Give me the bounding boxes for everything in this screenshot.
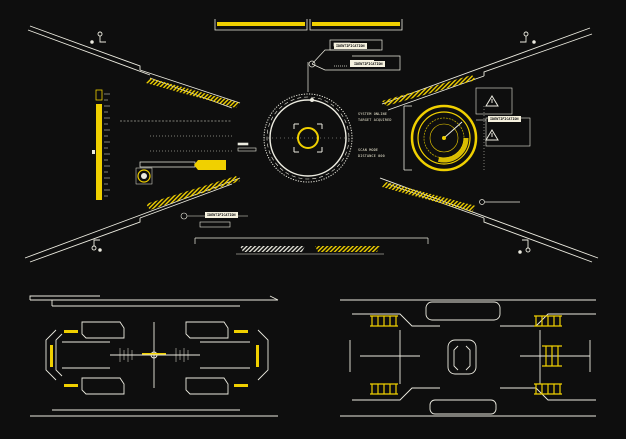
left-lower-hatch [146, 176, 240, 210]
left-ruler [120, 120, 257, 152]
bottom-right-frame [340, 299, 596, 417]
tag-identification-right: IDENTIFICATION [488, 116, 521, 122]
tag-identification-mid: IDENTIFICATION [205, 212, 238, 218]
warning-icon-top [485, 95, 499, 107]
right-upper-hatch [382, 75, 476, 106]
left-scale-bar [92, 89, 110, 200]
radar-dial [403, 104, 485, 172]
bottom-left-yellow-accents [50, 330, 259, 387]
tag-identification-bottom: IDENTIFICATION [352, 61, 385, 67]
status-line-1: SYSTEM ONLINE [358, 112, 388, 116]
top-frame-bar [214, 19, 403, 31]
status-line-2: TARGET ACQUIRED [358, 118, 392, 122]
bottom-right-ladders [370, 315, 562, 395]
bottom-center-bar [194, 237, 429, 255]
status-line-4: DISTANCE 000 [358, 154, 385, 158]
warning-icon-bottom [485, 129, 499, 141]
left-upper-hatch [146, 78, 240, 108]
status-line-3: SCAN MODE [358, 148, 379, 152]
power-button-group [135, 160, 226, 185]
tag-identification-top: IDENTIFICATION [334, 43, 367, 49]
central-reticle [263, 60, 353, 183]
bottom-left-frame [29, 295, 279, 417]
right-side-node [479, 199, 520, 205]
bottom-left-ticks [119, 348, 189, 362]
right-lower-hatch [382, 182, 476, 212]
